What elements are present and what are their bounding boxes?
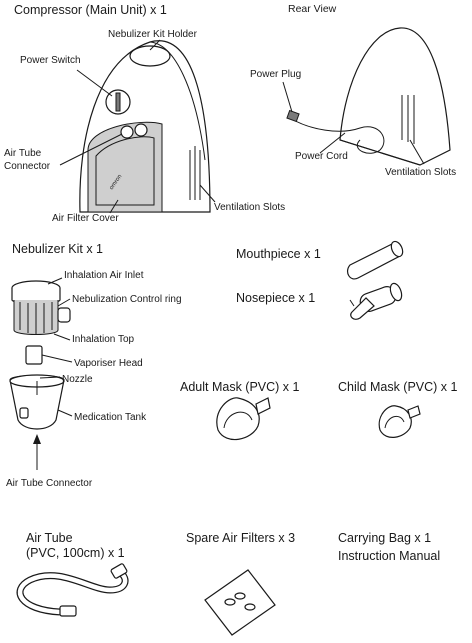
label-ventilation-slots-front: Ventilation Slots [214,202,285,213]
spare-filters-illustration [204,569,276,636]
spare-filters-title: Spare Air Filters x 3 [186,531,295,545]
nebulizer-leader-lines [39,277,73,417]
label-ventilation-slots-rear: Ventilation Slots [385,167,456,178]
label-power-cord: Power Cord [295,151,348,162]
nebulizer-kit-title: Nebulizer Kit x 1 [12,242,103,256]
label-air-tube-connector-line1: Air Tube [4,148,42,159]
compressor-rear-illustration [286,27,451,166]
air-tube-title-line2: (PVC, 100cm) x 1 [26,546,125,560]
carrying-bag-title: Carrying Bag x 1 [338,531,431,545]
child-mask-illustration [378,405,421,438]
mouthpiece-title: Mouthpiece x 1 [236,247,321,261]
child-mask-title: Child Mask (PVC) x 1 [338,380,458,394]
rear-view-title: Rear View [288,3,337,15]
label-nozzle: Nozzle [62,374,93,385]
compressor-front-illustration: omron [79,40,211,213]
adult-mask-title: Adult Mask (PVC) x 1 [180,380,300,394]
label-kit-holder: Nebulizer Kit Holder [108,29,198,40]
label-kit-air-tube-connector: Air Tube Connector [6,478,93,489]
instruction-manual-title: Instruction Manual [338,549,440,563]
label-inhalation-top: Inhalation Top [72,334,135,345]
label-nebulization-control-ring: Nebulization Control ring [72,294,182,305]
compressor-leader-lines [59,39,216,214]
nebulizer-kit-illustration [9,280,71,470]
rear-leader-lines [282,81,425,165]
label-medication-tank: Medication Tank [74,412,147,423]
adult-mask-illustration [216,397,271,441]
label-air-tube-connector-line2: Connector [4,161,51,172]
label-air-filter-cover: Air Filter Cover [52,213,119,224]
nosepiece-title: Nosepiece x 1 [236,291,315,305]
label-power-switch: Power Switch [20,55,81,66]
nosepiece-illustration [349,282,403,320]
label-vaporiser-head: Vaporiser Head [74,358,143,369]
label-power-plug: Power Plug [250,69,301,80]
label-inhalation-air-inlet: Inhalation Air Inlet [64,270,144,281]
compressor-title: Compressor (Main Unit) x 1 [14,3,167,17]
mouthpiece-illustration [346,240,404,280]
air-tube-illustration [16,563,129,617]
air-tube-title-line1: Air Tube [26,531,73,545]
